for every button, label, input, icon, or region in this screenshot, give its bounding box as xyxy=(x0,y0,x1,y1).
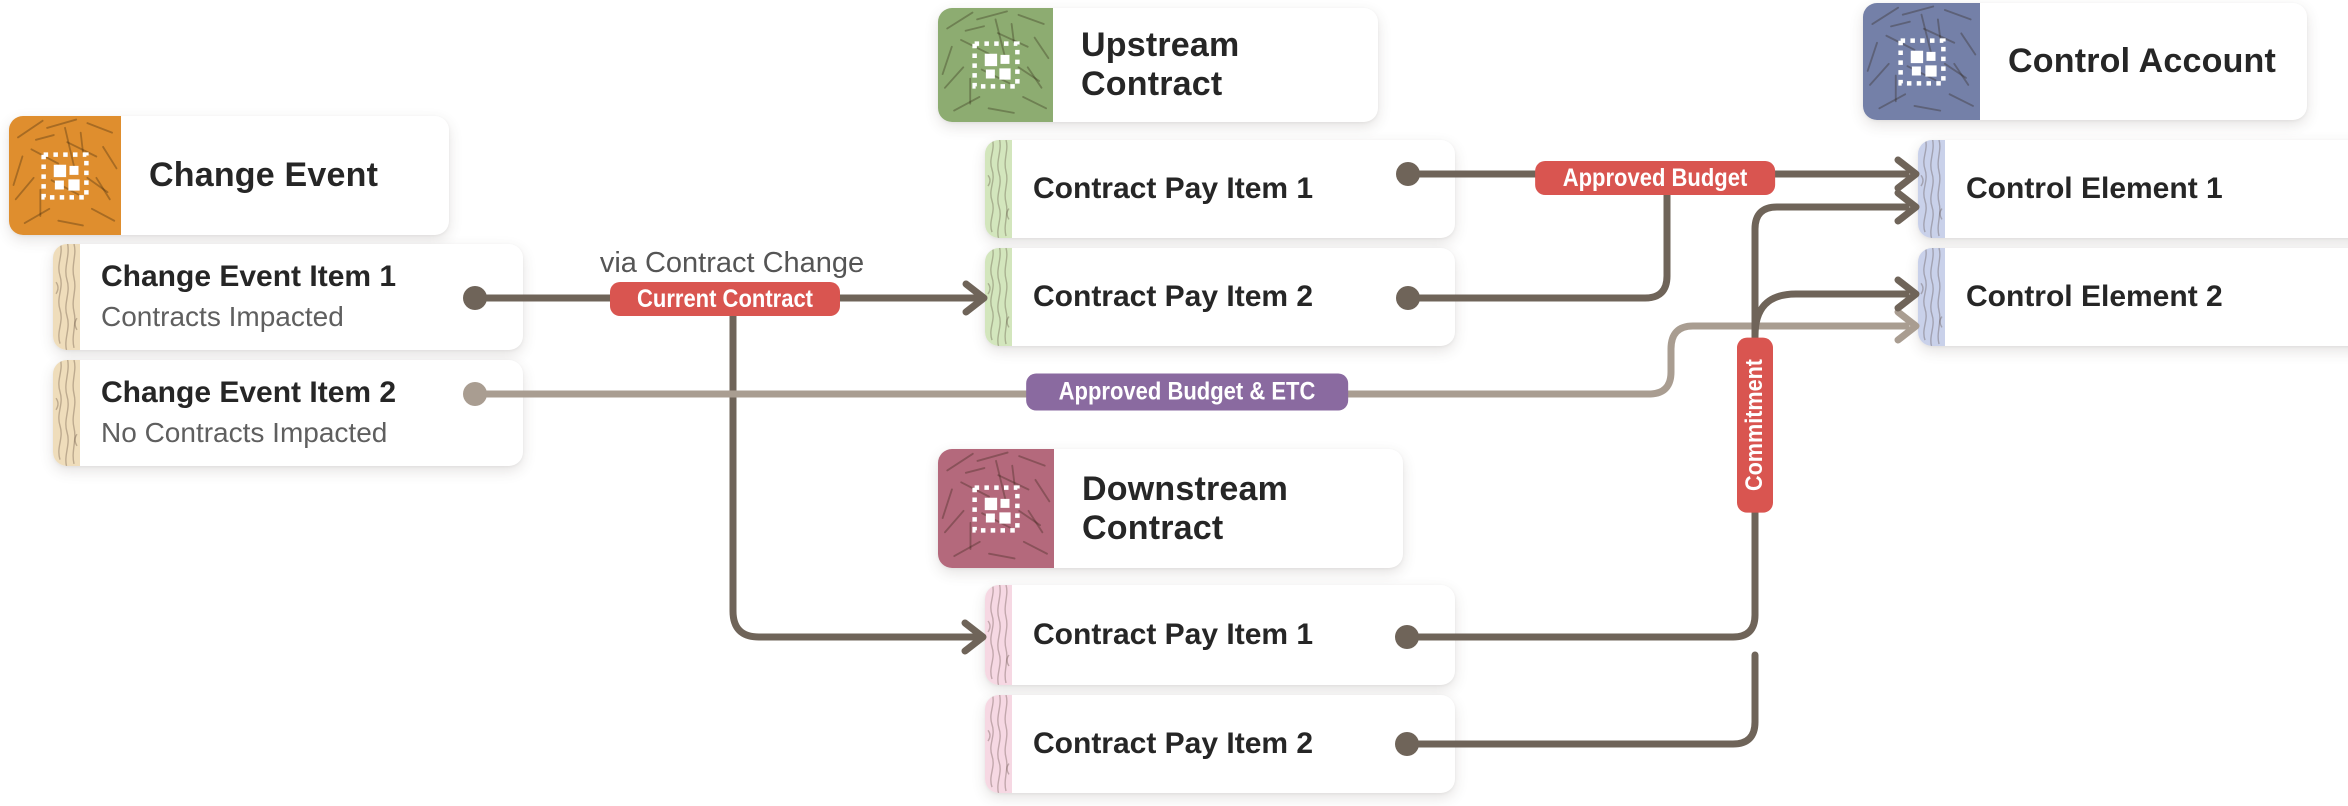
control-account-icon xyxy=(1863,3,1980,120)
item-strip xyxy=(53,360,80,466)
arrowhead-icon xyxy=(1894,308,1920,344)
item-title: Contract Pay Item 1 xyxy=(1033,171,1314,205)
item-title: Contract Pay Item 1 xyxy=(1033,617,1314,651)
edge-approved-budget-etc xyxy=(471,322,1910,398)
item-title: Control Element 2 xyxy=(1966,279,2223,313)
item-strip xyxy=(985,695,1012,793)
badge-approved-budget-etc: Approved Budget & ETC xyxy=(1026,373,1348,411)
node-title: Change Event xyxy=(149,156,379,194)
node-upstream-pay-item-1: Contract Pay Item 1 xyxy=(985,140,1455,238)
item-strip xyxy=(985,585,1012,685)
node-change-event-item-1: Change Event Item 1 Contracts Impacted xyxy=(53,244,523,350)
item-title: Change Event Item 1 xyxy=(101,260,397,294)
connector-dot xyxy=(1395,732,1419,756)
connector-dot xyxy=(463,382,487,406)
edge-downstream-pay2-merge xyxy=(1403,651,1759,748)
badge-approved-budget: Approved Budget xyxy=(1535,161,1775,195)
edge-current-contract-branch xyxy=(729,311,978,641)
item-title: Contract Pay Item 2 xyxy=(1033,279,1314,313)
connector-dot xyxy=(1396,162,1420,186)
arrowhead-icon xyxy=(1894,156,1920,192)
item-strip xyxy=(1918,140,1945,238)
arrowhead-icon xyxy=(1894,189,1920,225)
edge-commitment xyxy=(1403,203,1910,641)
arrowhead-icon xyxy=(962,280,988,316)
node-downstream-pay-item-1: Contract Pay Item 1 xyxy=(985,585,1455,685)
node-title: Upstream Contract xyxy=(1081,26,1240,103)
node-control-element-2: Control Element 2 xyxy=(1918,248,2348,346)
upstream-contract-icon xyxy=(938,8,1053,122)
downstream-contract-icon xyxy=(938,449,1054,568)
change-event-icon xyxy=(9,116,121,235)
connector-dot xyxy=(463,286,487,310)
item-strip xyxy=(985,140,1012,238)
label-via-contract-change: via Contract Change xyxy=(599,247,865,279)
edge-commitment-branch xyxy=(1751,290,1910,340)
node-title: Control Account xyxy=(2008,42,2277,80)
node-downstream-contract: Downstream Contract xyxy=(938,449,1403,568)
node-change-event-item-2: Change Event Item 2 No Contracts Impacte… xyxy=(53,360,523,466)
connector-dot xyxy=(1396,286,1420,310)
edge-upstream-pay2-merge xyxy=(1404,188,1671,302)
connector-dot xyxy=(1395,625,1419,649)
node-upstream-contract: Upstream Contract xyxy=(938,8,1378,122)
item-strip xyxy=(53,244,80,350)
node-downstream-pay-item-2: Contract Pay Item 2 xyxy=(985,695,1455,793)
item-title: Change Event Item 2 xyxy=(101,376,397,410)
item-title: Contract Pay Item 2 xyxy=(1033,726,1314,760)
node-upstream-pay-item-2: Contract Pay Item 2 xyxy=(985,248,1455,346)
item-strip xyxy=(985,248,1012,346)
badge-current-contract: Current Contract xyxy=(609,282,841,316)
item-strip xyxy=(1918,248,1945,346)
node-title: Downstream Contract xyxy=(1082,469,1289,547)
item-title: Control Element 1 xyxy=(1966,171,2223,205)
item-subtitle: Contracts Impacted xyxy=(101,300,344,332)
node-control-account: Control Account xyxy=(1863,3,2307,120)
badge-commitment: Commitment xyxy=(1737,337,1773,513)
arrowhead-icon xyxy=(1894,276,1920,312)
item-subtitle: No Contracts Impacted xyxy=(101,416,388,448)
node-change-event: Change Event xyxy=(9,116,449,235)
node-control-element-1: Control Element 1 xyxy=(1918,140,2348,238)
arrowhead-icon xyxy=(961,619,987,655)
